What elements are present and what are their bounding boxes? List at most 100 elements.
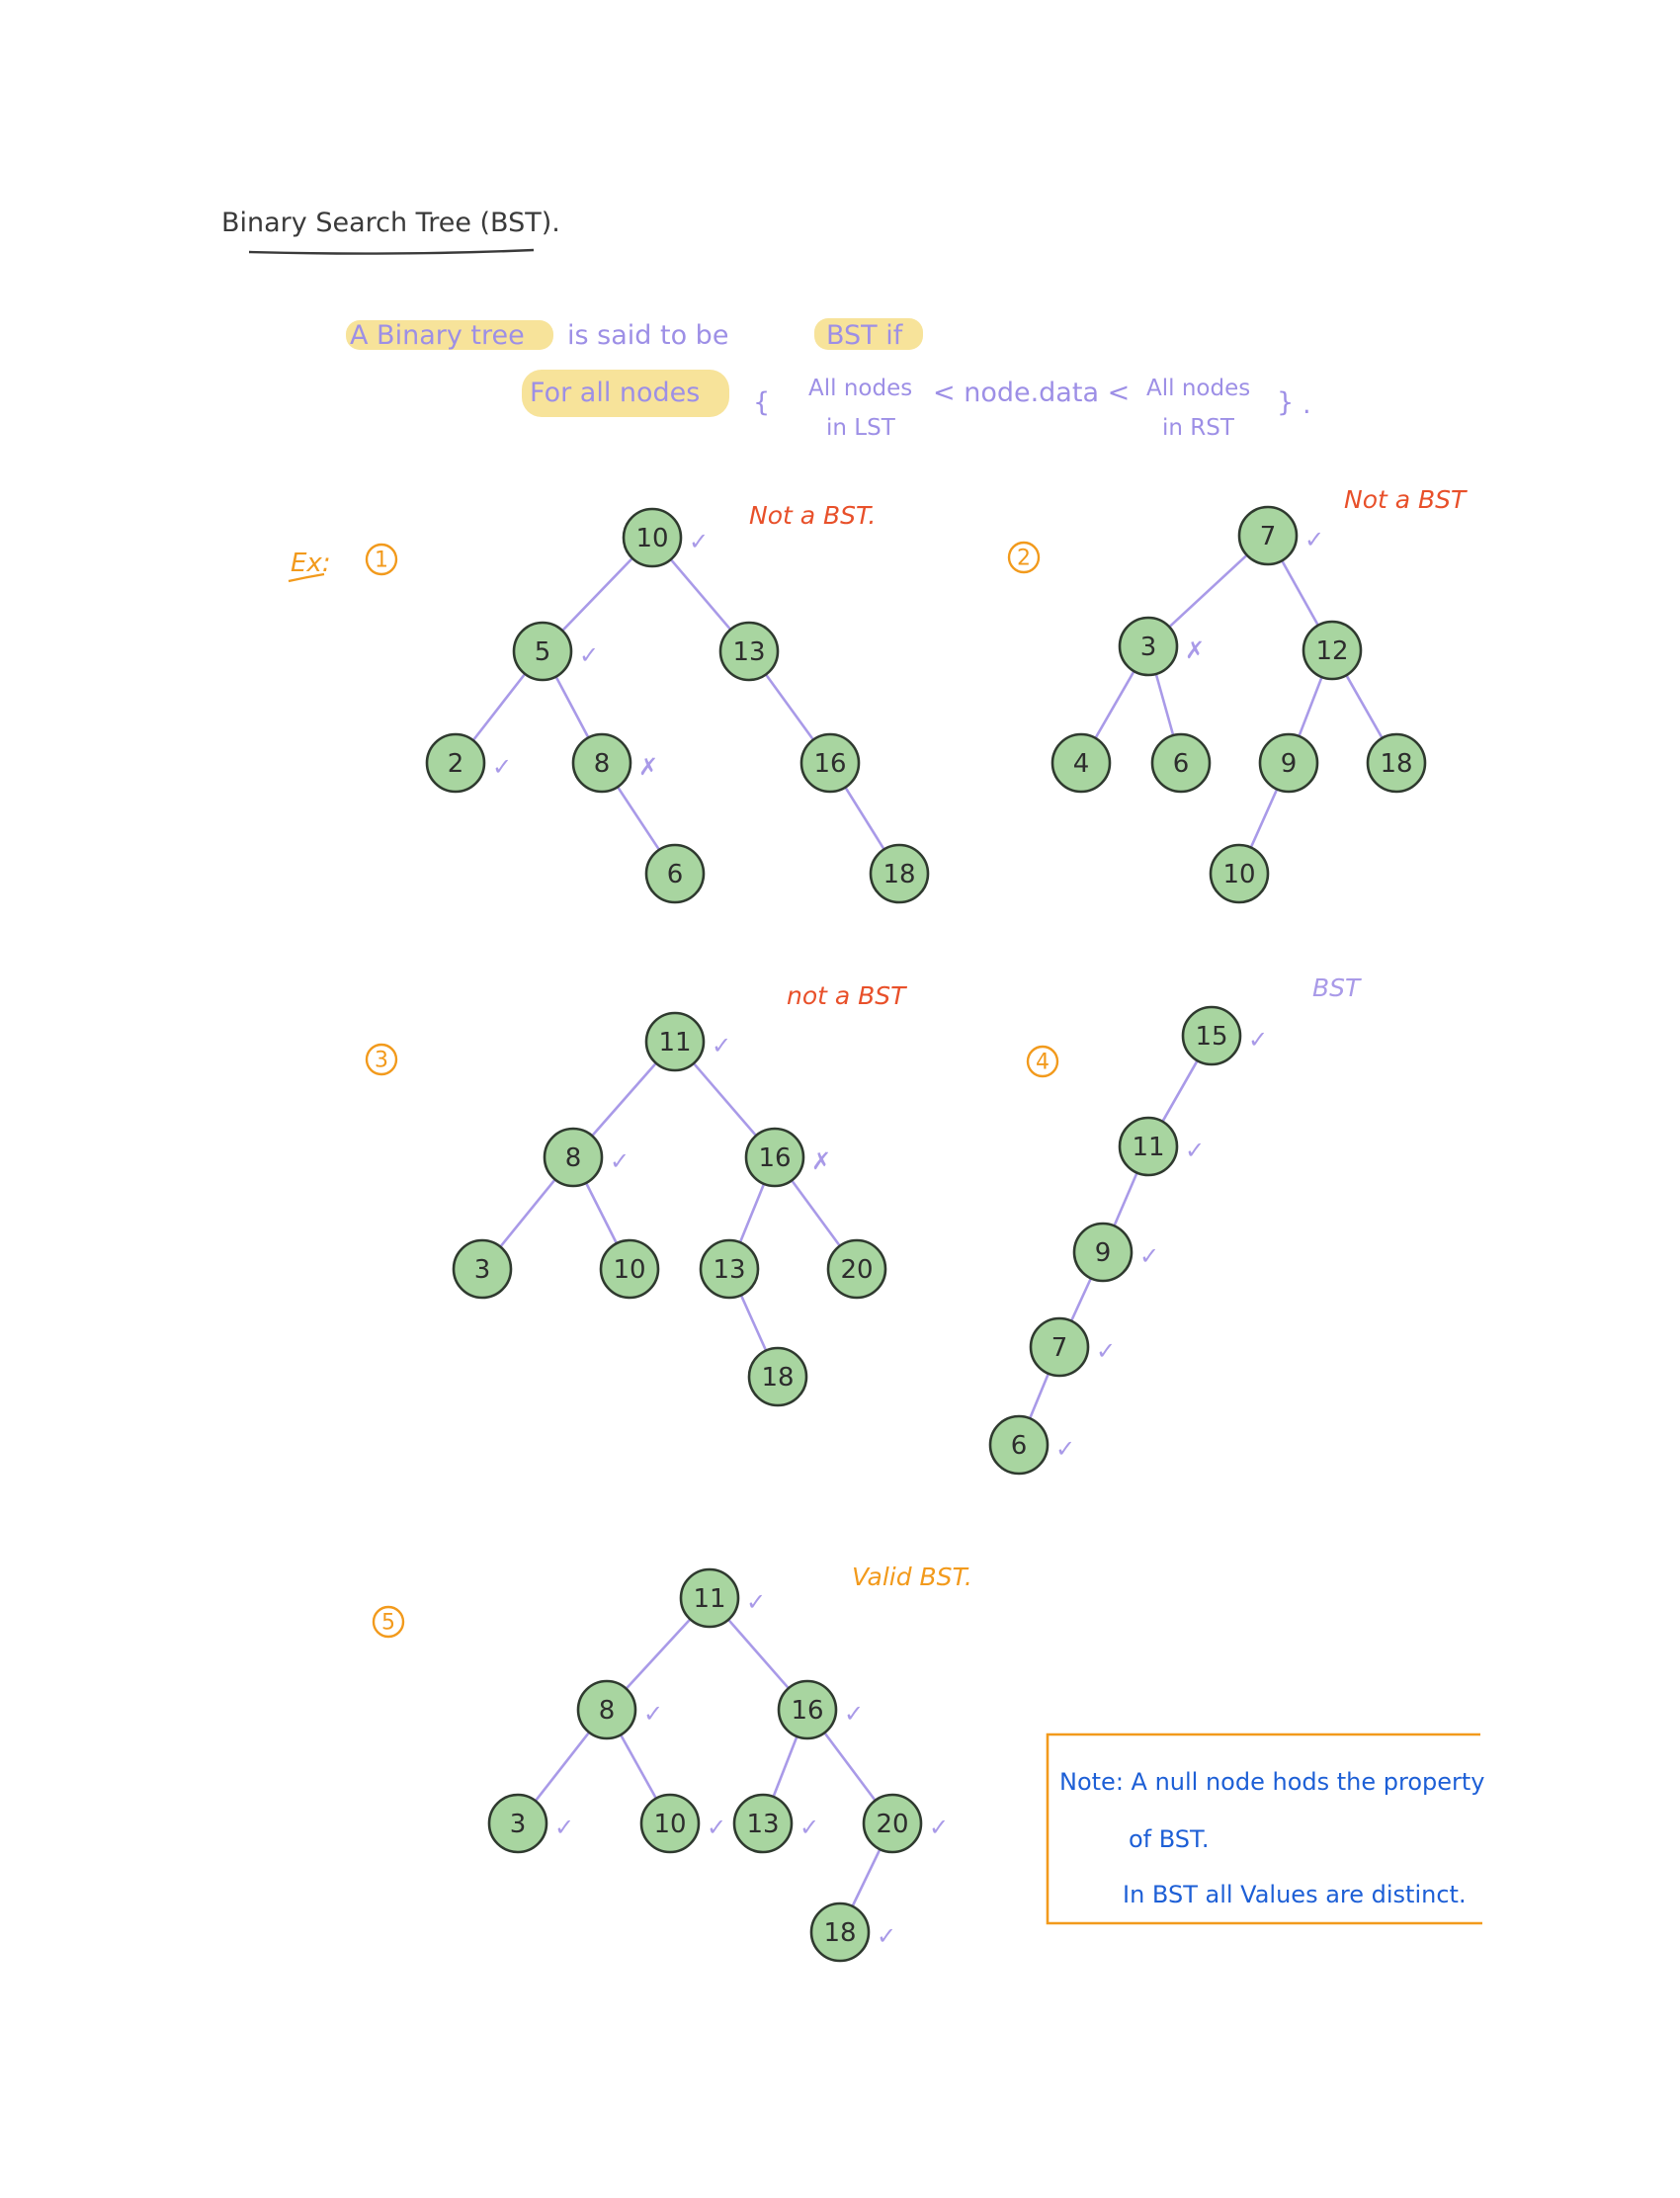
check-mark-icon: ✓	[929, 1814, 949, 1841]
tree-node-value: 9	[1281, 749, 1298, 779]
tree-node-value: 4	[1073, 749, 1090, 779]
verdict-label: Not a BST	[1344, 485, 1468, 514]
definition-binary-tree: A Binary tree	[350, 320, 525, 351]
tree-node	[1237, 505, 1299, 566]
tree-node	[988, 1414, 1050, 1476]
definition-right-bottom: in RST	[1162, 415, 1235, 441]
tree-edge	[1028, 1373, 1050, 1419]
tree-edge	[471, 673, 527, 741]
tree-node	[1181, 1005, 1242, 1066]
tree-node-value: 3	[474, 1255, 491, 1285]
tree-node	[1209, 843, 1270, 904]
check-mark-icon: ✓	[877, 1922, 896, 1950]
tree-node	[644, 1011, 706, 1072]
tree-node-value: 20	[840, 1255, 873, 1285]
ex-label: Ex:	[291, 549, 331, 578]
tree-edge	[1094, 670, 1135, 739]
tree-node	[747, 1346, 808, 1407]
check-mark-icon: ✓	[799, 1814, 819, 1841]
tree-node-value: 13	[732, 637, 765, 667]
tree-node-value: 18	[823, 1918, 856, 1948]
note-box	[1046, 1733, 1482, 1925]
verdict-label: not a BST	[787, 981, 907, 1010]
tree-edge	[844, 786, 885, 851]
tree-edge	[1154, 673, 1175, 736]
definition-middle: < node.data <	[933, 378, 1130, 408]
example-number-ring	[1007, 541, 1041, 574]
example-number: 2	[1017, 547, 1031, 571]
verdict-label: BST	[1312, 973, 1362, 1002]
tree-node-value: 3	[510, 1810, 527, 1839]
tree-node	[862, 1793, 923, 1854]
tree-edge	[554, 676, 590, 738]
tree-edge	[1281, 559, 1319, 627]
check-mark-icon: ✓	[707, 1814, 726, 1841]
tree-node	[644, 843, 706, 904]
tree-edge	[625, 1618, 692, 1690]
definition-close-brace: }	[1277, 387, 1294, 418]
tree-node	[576, 1679, 637, 1740]
tree-node	[1366, 732, 1427, 794]
tree-edge	[534, 1732, 591, 1802]
tree-node-value: 11	[1132, 1133, 1164, 1162]
definition-bst-if: BST if	[826, 320, 904, 351]
tree-edge	[739, 1294, 768, 1352]
tree-edge	[1345, 674, 1384, 739]
page-title: Binary Search Tree (BST).	[221, 208, 560, 238]
check-mark-icon: ✓	[689, 528, 709, 555]
tree-node-value: 10	[613, 1255, 645, 1285]
tree-node-value: 16	[791, 1696, 823, 1726]
tree-edge	[791, 1179, 841, 1247]
definition-dot: .	[1302, 389, 1311, 420]
tree-node-value: 10	[1222, 860, 1255, 889]
check-mark-icon: ✓	[610, 1147, 630, 1175]
check-mark-icon: ✓	[1185, 1137, 1205, 1164]
check-mark-icon: ✓	[1139, 1242, 1159, 1270]
tree-node-value: 10	[653, 1810, 686, 1839]
check-mark-icon: ✓	[844, 1700, 864, 1728]
cross-mark-icon: ✗	[811, 1147, 831, 1175]
tree-node	[809, 1902, 871, 1963]
check-mark-icon: ✓	[492, 753, 512, 781]
tree-node	[826, 1238, 887, 1300]
note-line-1: Note: A null node hods the property	[1059, 1768, 1485, 1796]
tree-node-value: 7	[1051, 1333, 1068, 1363]
tree-edge	[738, 1183, 766, 1243]
definition-left-top: All nodes	[808, 376, 912, 401]
tree-node	[1029, 1316, 1090, 1378]
tree-node-value: 10	[635, 524, 668, 553]
highlight-for-all-nodes	[522, 370, 729, 417]
tree-edge	[823, 1732, 877, 1802]
tree-node	[1302, 620, 1363, 681]
tree-node	[718, 621, 780, 682]
tree-node	[543, 1127, 604, 1188]
tree-node-value: 11	[658, 1028, 691, 1057]
note-line-3: In BST all Values are distinct.	[1123, 1881, 1467, 1908]
tree-node-value: 8	[594, 749, 611, 779]
title-underline	[248, 248, 535, 255]
tree-node	[1118, 1116, 1179, 1177]
definition-left-bottom: in LST	[826, 415, 896, 441]
tree-edge	[1069, 1277, 1093, 1322]
tree-node	[699, 1238, 760, 1300]
tree-edge	[499, 1178, 556, 1248]
tree-node	[452, 1238, 513, 1300]
tree-node	[1118, 616, 1179, 677]
example-number: 4	[1036, 1051, 1050, 1075]
tree-node-value: 8	[565, 1143, 582, 1173]
tree-node-value: 2	[448, 749, 464, 779]
tree-edge	[561, 556, 633, 633]
verdict-label: Not a BST.	[749, 501, 876, 530]
ex-underline	[288, 572, 325, 583]
tree-node	[679, 1567, 740, 1629]
tree-edge	[1168, 553, 1248, 629]
tree-node-value: 9	[1095, 1238, 1112, 1268]
tree-node	[512, 621, 573, 682]
tree-node-value: 15	[1195, 1022, 1227, 1052]
tree-node-value: 6	[667, 860, 684, 889]
tree-node	[799, 732, 861, 794]
tree-edge	[692, 1062, 758, 1137]
